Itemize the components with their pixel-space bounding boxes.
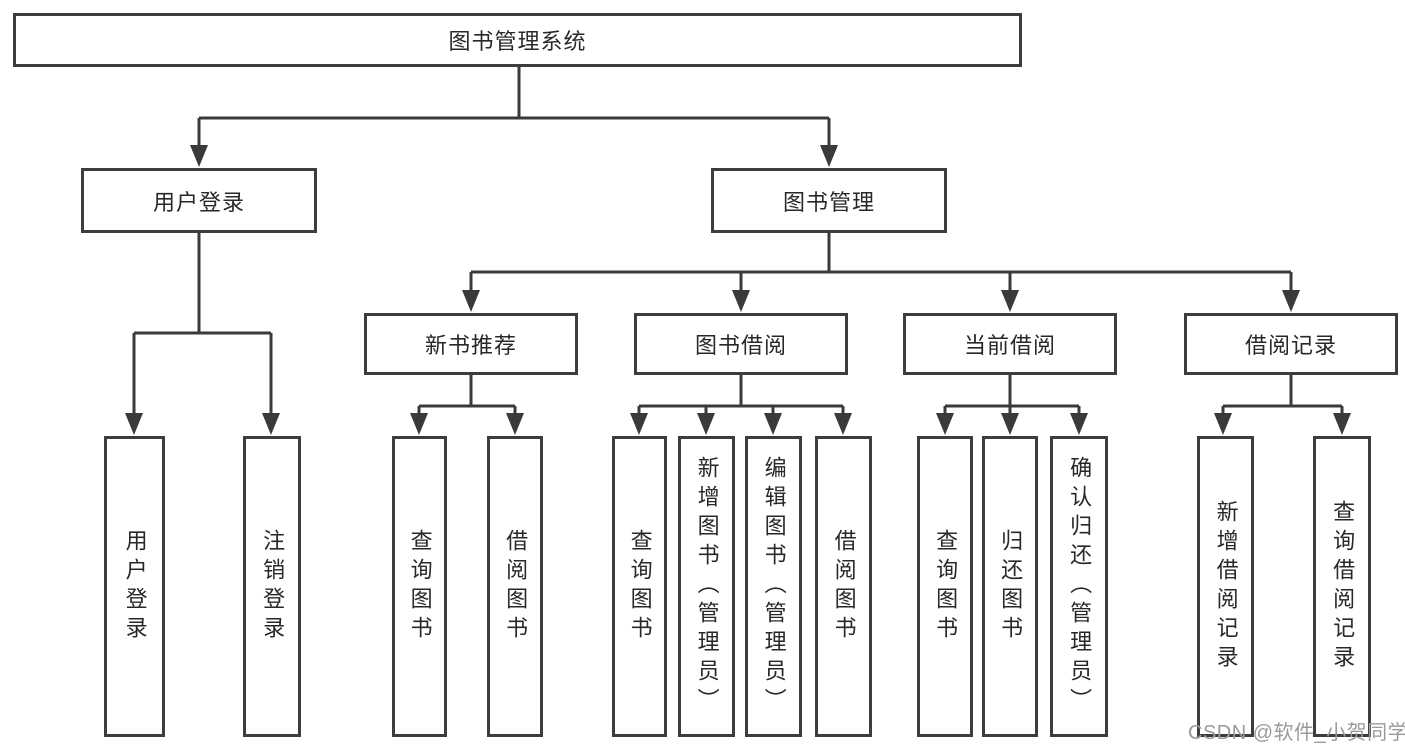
leaf-confirm-return-admin-label: 确认归还︵管理员︶ (1067, 456, 1093, 717)
leaf-add-books-admin-label: 新增图书︵管理员︶ (694, 456, 720, 717)
arrow-down-icons (125, 145, 1351, 435)
leaf-borrow-query-books: 查询图书 (612, 436, 667, 737)
node-current-borrowing-label: 当前借阅 (963, 333, 1056, 358)
leaf-return-books-label: 归还图书 (998, 528, 1024, 645)
leaf-add-borrow-record: 新增借阅记录 (1197, 436, 1254, 737)
leaf-user-login: 用户登录 (104, 436, 165, 737)
leaf-query-borrow-record: 查询借阅记录 (1313, 436, 1371, 737)
leaf-logout: 注销登录 (243, 436, 301, 737)
leaf-logout-label: 注销登录 (260, 528, 286, 645)
node-borrowing-records-label: 借阅记录 (1244, 333, 1337, 358)
leaf-borrow-books: 借阅图书 (815, 436, 872, 737)
csdn-watermark: CSDN @软件_小贺同学 (1188, 722, 1405, 744)
node-user-login-label: 用户登录 (152, 189, 245, 215)
leaf-borrow-books-label: 借阅图书 (831, 528, 857, 645)
node-book-management: 图书管理 (711, 168, 947, 233)
node-current-borrowing: 当前借阅 (903, 313, 1117, 375)
leaf-newbook-borrow-books-label: 借阅图书 (503, 528, 529, 645)
leaf-add-books-admin: 新增图书︵管理员︶ (678, 436, 735, 737)
node-book-borrowing-label: 图书借阅 (694, 333, 787, 358)
node-root: 图书管理系统 (13, 13, 1022, 67)
leaf-current-query-books-label: 查询图书 (933, 528, 959, 645)
leaf-current-query-books: 查询图书 (917, 436, 973, 737)
leaf-edit-books-admin-label: 编辑图书︵管理员︶ (761, 456, 787, 717)
leaf-newbook-borrow-books: 借阅图书 (487, 436, 543, 737)
leaf-confirm-return-admin: 确认归还︵管理员︶ (1050, 436, 1108, 737)
leaf-borrow-query-books-label: 查询图书 (627, 528, 653, 645)
leaf-add-borrow-record-label: 新增借阅记录 (1213, 499, 1239, 674)
node-borrowing-records: 借阅记录 (1184, 313, 1398, 375)
leaf-return-books: 归还图书 (982, 436, 1038, 737)
leaf-newbook-query-books-label: 查询图书 (407, 528, 433, 645)
node-new-book-recommend: 新书推荐 (364, 313, 578, 375)
leaf-user-login-label: 用户登录 (122, 528, 148, 645)
node-new-book-recommend-label: 新书推荐 (424, 333, 517, 358)
leaf-newbook-query-books: 查询图书 (392, 436, 447, 737)
node-user-login: 用户登录 (81, 168, 317, 233)
leaf-query-borrow-record-label: 查询借阅记录 (1330, 499, 1356, 674)
node-book-management-label: 图书管理 (782, 189, 875, 215)
node-book-borrowing: 图书借阅 (634, 313, 848, 375)
node-root-label: 图书管理系统 (448, 29, 587, 54)
leaf-edit-books-admin: 编辑图书︵管理员︶ (745, 436, 802, 737)
